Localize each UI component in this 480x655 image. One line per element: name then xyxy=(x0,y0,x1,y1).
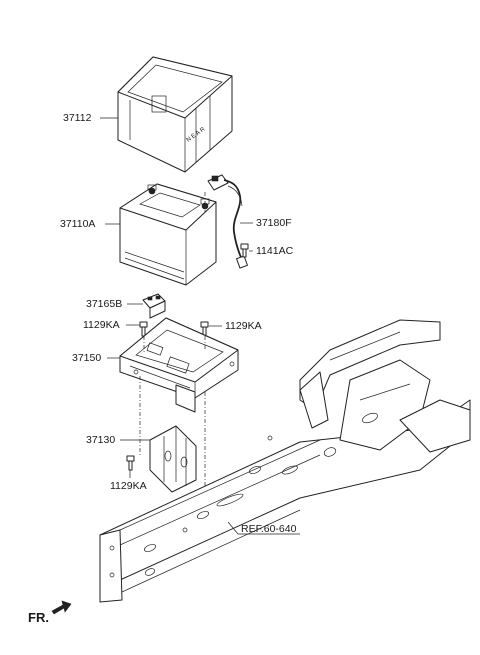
label-1129ka-right: 1129KA xyxy=(225,320,262,332)
label-37110a: 37110A xyxy=(60,218,95,230)
label-fr: FR. xyxy=(28,610,49,625)
battery-tray-cover: N E A R xyxy=(117,56,233,173)
battery-tray xyxy=(119,317,239,413)
label-1141ac: 1141AC xyxy=(256,245,294,257)
bolt-1129ka-left xyxy=(139,321,148,337)
label-37180f: 37180F xyxy=(256,217,292,229)
leader-ref xyxy=(227,521,239,535)
front-arrow-icon xyxy=(51,600,72,615)
label-37112: 37112 xyxy=(63,112,92,124)
bolt-1141ac xyxy=(240,243,249,258)
label-37165b: 37165B xyxy=(86,298,122,310)
battery-cable xyxy=(204,174,248,269)
bolt-1129ka-bottom xyxy=(126,455,135,471)
label-37130: 37130 xyxy=(86,434,115,446)
label-37150: 37150 xyxy=(72,352,101,364)
clamp-bracket xyxy=(142,293,166,319)
alignment-lines xyxy=(139,336,206,488)
tray-bracket xyxy=(149,425,197,493)
side-member-frame xyxy=(99,319,471,603)
label-1129ka-bottom: 1129KA xyxy=(110,480,147,492)
battery xyxy=(119,183,217,286)
bolt-1129ka-right xyxy=(200,321,209,337)
label-1129ka-left: 1129KA xyxy=(83,319,120,331)
label-ref: REF.60-640 xyxy=(241,523,297,535)
